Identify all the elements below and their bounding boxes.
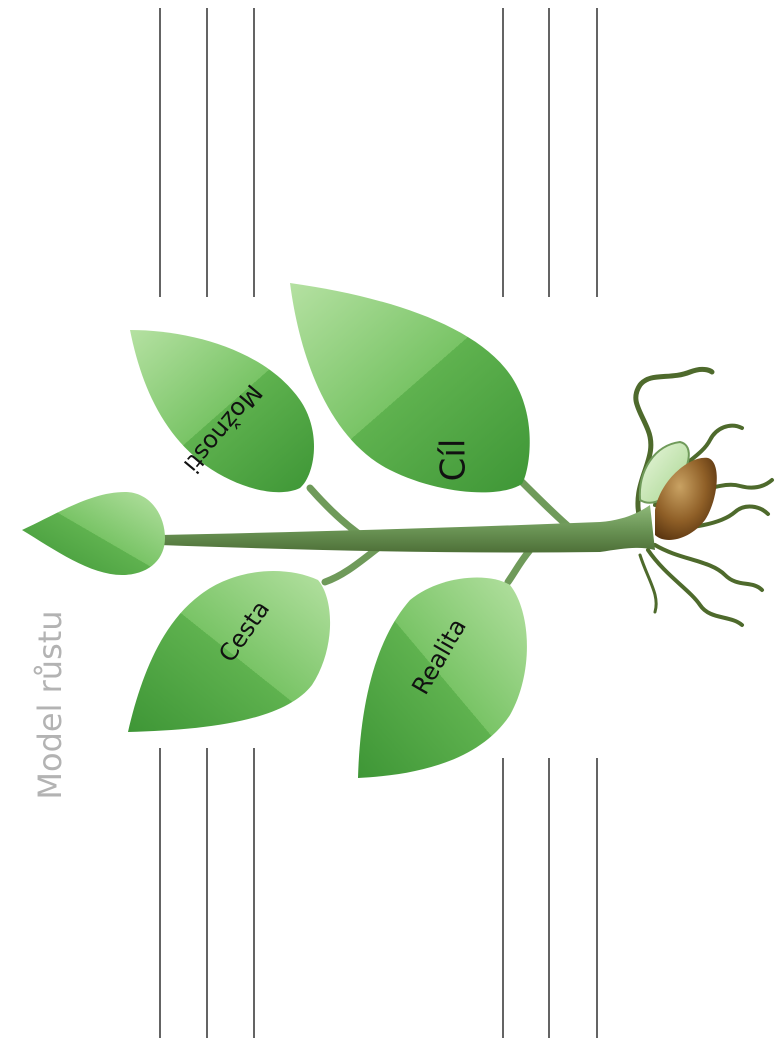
leaf-options: Možnosti: [130, 330, 314, 492]
main-stem: [160, 505, 655, 553]
writing-lines-top-right: [503, 8, 597, 297]
writing-lines-top-left: [160, 8, 254, 297]
leaf-goal: Cíl: [290, 283, 530, 492]
leaf-goal-shape: [290, 283, 530, 492]
apex-leaf: [22, 492, 165, 575]
stalk-way: [325, 548, 378, 582]
root: [655, 545, 762, 590]
root: [640, 555, 656, 612]
writing-lines-bottom-right: [503, 758, 597, 1038]
stalk-reality: [508, 550, 530, 582]
page-title: Model růstu: [31, 610, 69, 799]
leaf-goal-label: Cíl: [434, 439, 474, 482]
writing-lines-bottom-left: [160, 748, 254, 1038]
leaf-reality: Realita: [358, 577, 527, 778]
leaf-way: Cesta: [128, 571, 330, 732]
